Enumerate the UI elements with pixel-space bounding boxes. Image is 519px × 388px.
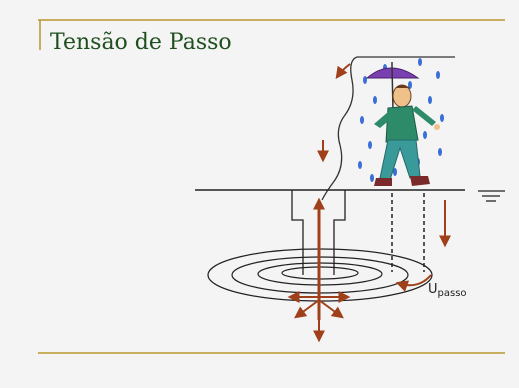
current-arrows (287, 291, 351, 343)
slide-frame (38, 19, 505, 354)
slide-title: Tensão de Passo (50, 30, 232, 55)
person-icon (374, 84, 440, 186)
step-voltage-arc (395, 200, 451, 292)
ground-surface (195, 189, 505, 202)
step-voltage-label-main: U (428, 282, 438, 297)
step-voltage-dashes (391, 193, 425, 272)
foundation-block (291, 190, 346, 275)
lightning-wire (317, 56, 455, 201)
step-voltage-label: Upasso (428, 282, 467, 299)
umbrella-icon (365, 62, 420, 111)
step-voltage-label-sub: passo (437, 288, 467, 299)
